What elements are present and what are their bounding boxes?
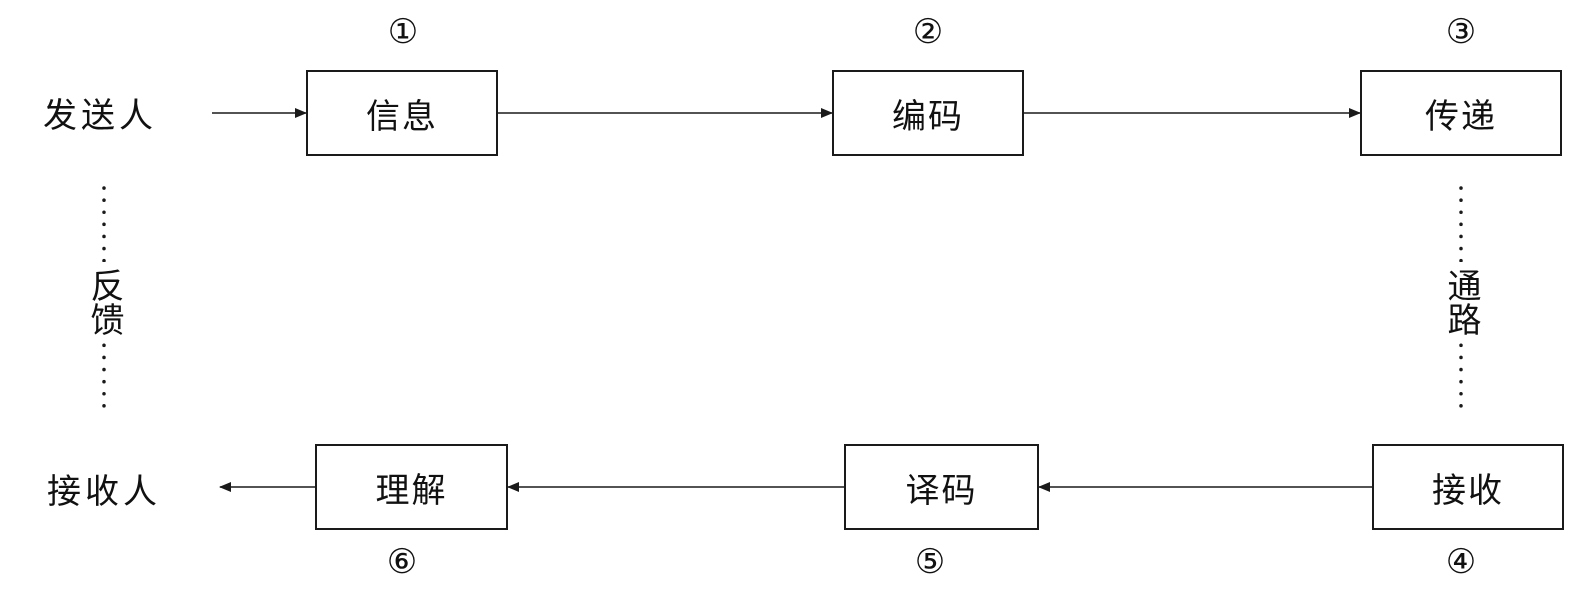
feedback-label-wrap: 反馈: [74, 262, 134, 342]
step-number-2: ②: [912, 12, 944, 52]
channel-label: 通路: [1441, 262, 1481, 342]
sender-label: 发送人: [43, 95, 157, 136]
step-number-1: ①: [387, 12, 419, 52]
receive-box: 接收: [1372, 444, 1564, 530]
step-number-5: ⑤: [914, 542, 946, 582]
message-box: 信息: [306, 70, 498, 156]
step-number-3: ③: [1445, 12, 1477, 52]
decode-box: 译码: [844, 444, 1039, 530]
understand-box: 理解: [315, 444, 508, 530]
step-number-4: ④: [1445, 542, 1477, 582]
channel-label-wrap: 通路: [1431, 262, 1491, 342]
encode-box: 编码: [832, 70, 1024, 156]
feedback-label: 反馈: [84, 262, 124, 342]
transmit-box: 传递: [1360, 70, 1562, 156]
receiver-label: 接收人: [47, 471, 161, 512]
step-number-6: ⑥: [386, 542, 418, 582]
